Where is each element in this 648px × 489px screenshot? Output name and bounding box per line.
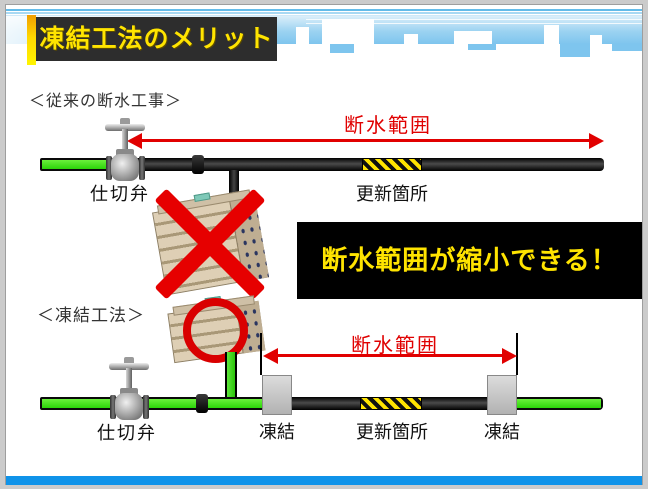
pipe-coupling	[196, 394, 208, 413]
skyline-building	[560, 44, 590, 57]
callout-banner: 断水範囲が縮小できる！	[297, 222, 642, 299]
shutoff-range-label-top: 断水範囲	[344, 115, 432, 137]
valve-label-top: 仕切弁	[90, 184, 150, 204]
gate-valve-icon	[101, 118, 149, 182]
section-label-freezing: ＜凍結工法＞	[37, 306, 145, 325]
page-title: 凍結工法のメリット	[39, 25, 274, 53]
red-cross-mark-icon	[148, 188, 272, 300]
skyline-building	[612, 44, 642, 51]
renewal-section-hatch	[360, 397, 422, 410]
skyline-building	[296, 27, 309, 44]
skyline-building	[454, 31, 492, 44]
title-accent-bar	[27, 15, 36, 65]
footer-bar	[6, 476, 642, 485]
renewal-section-hatch	[362, 158, 422, 171]
valve-label-bottom: 仕切弁	[97, 423, 157, 443]
water-pipe-green	[40, 158, 120, 171]
skyline-building	[330, 44, 354, 53]
renewal-label-bottom: 更新箇所	[356, 422, 428, 442]
red-double-arrow-icon	[127, 133, 142, 149]
renewal-label-top: 更新箇所	[356, 184, 428, 204]
freeze-label-right: 凍結	[484, 422, 520, 442]
water-pipe-green	[40, 397, 270, 410]
service-branch-pipe	[229, 170, 239, 204]
callout-text: 断水範囲が縮小できる！	[321, 245, 618, 275]
title-banner: 凍結工法のメリット	[36, 17, 277, 61]
skyline-building	[544, 25, 559, 44]
skyline-building	[468, 44, 496, 50]
header-stripe	[6, 15, 642, 16]
shutoff-range-label-bottom: 断水範囲	[351, 335, 439, 357]
red-double-arrow-icon	[263, 348, 278, 364]
water-pipe-shutoff	[112, 158, 604, 171]
header-stripe	[6, 9, 642, 11]
red-double-arrow-icon	[276, 354, 504, 357]
range-boundary-line	[516, 333, 518, 375]
skyline-building	[404, 34, 418, 44]
section-label-conventional: ＜従来の断水工事＞	[29, 93, 183, 110]
service-branch-pipe-green	[225, 352, 237, 398]
red-circle-mark-icon	[183, 298, 248, 363]
red-double-arrow-icon	[502, 348, 517, 364]
range-boundary-line	[260, 333, 262, 375]
freeze-label-left: 凍結	[259, 422, 295, 442]
water-pipe-green	[506, 397, 603, 410]
red-double-arrow-icon	[140, 139, 591, 142]
skyline-building	[590, 35, 602, 44]
freeze-clamp-left	[262, 375, 292, 415]
red-double-arrow-icon	[589, 133, 604, 149]
pipe-coupling	[192, 155, 204, 174]
skyline-building	[322, 19, 374, 44]
freeze-clamp-right	[487, 375, 517, 415]
gate-valve-icon	[105, 357, 153, 421]
header-stripe	[6, 12, 642, 14]
